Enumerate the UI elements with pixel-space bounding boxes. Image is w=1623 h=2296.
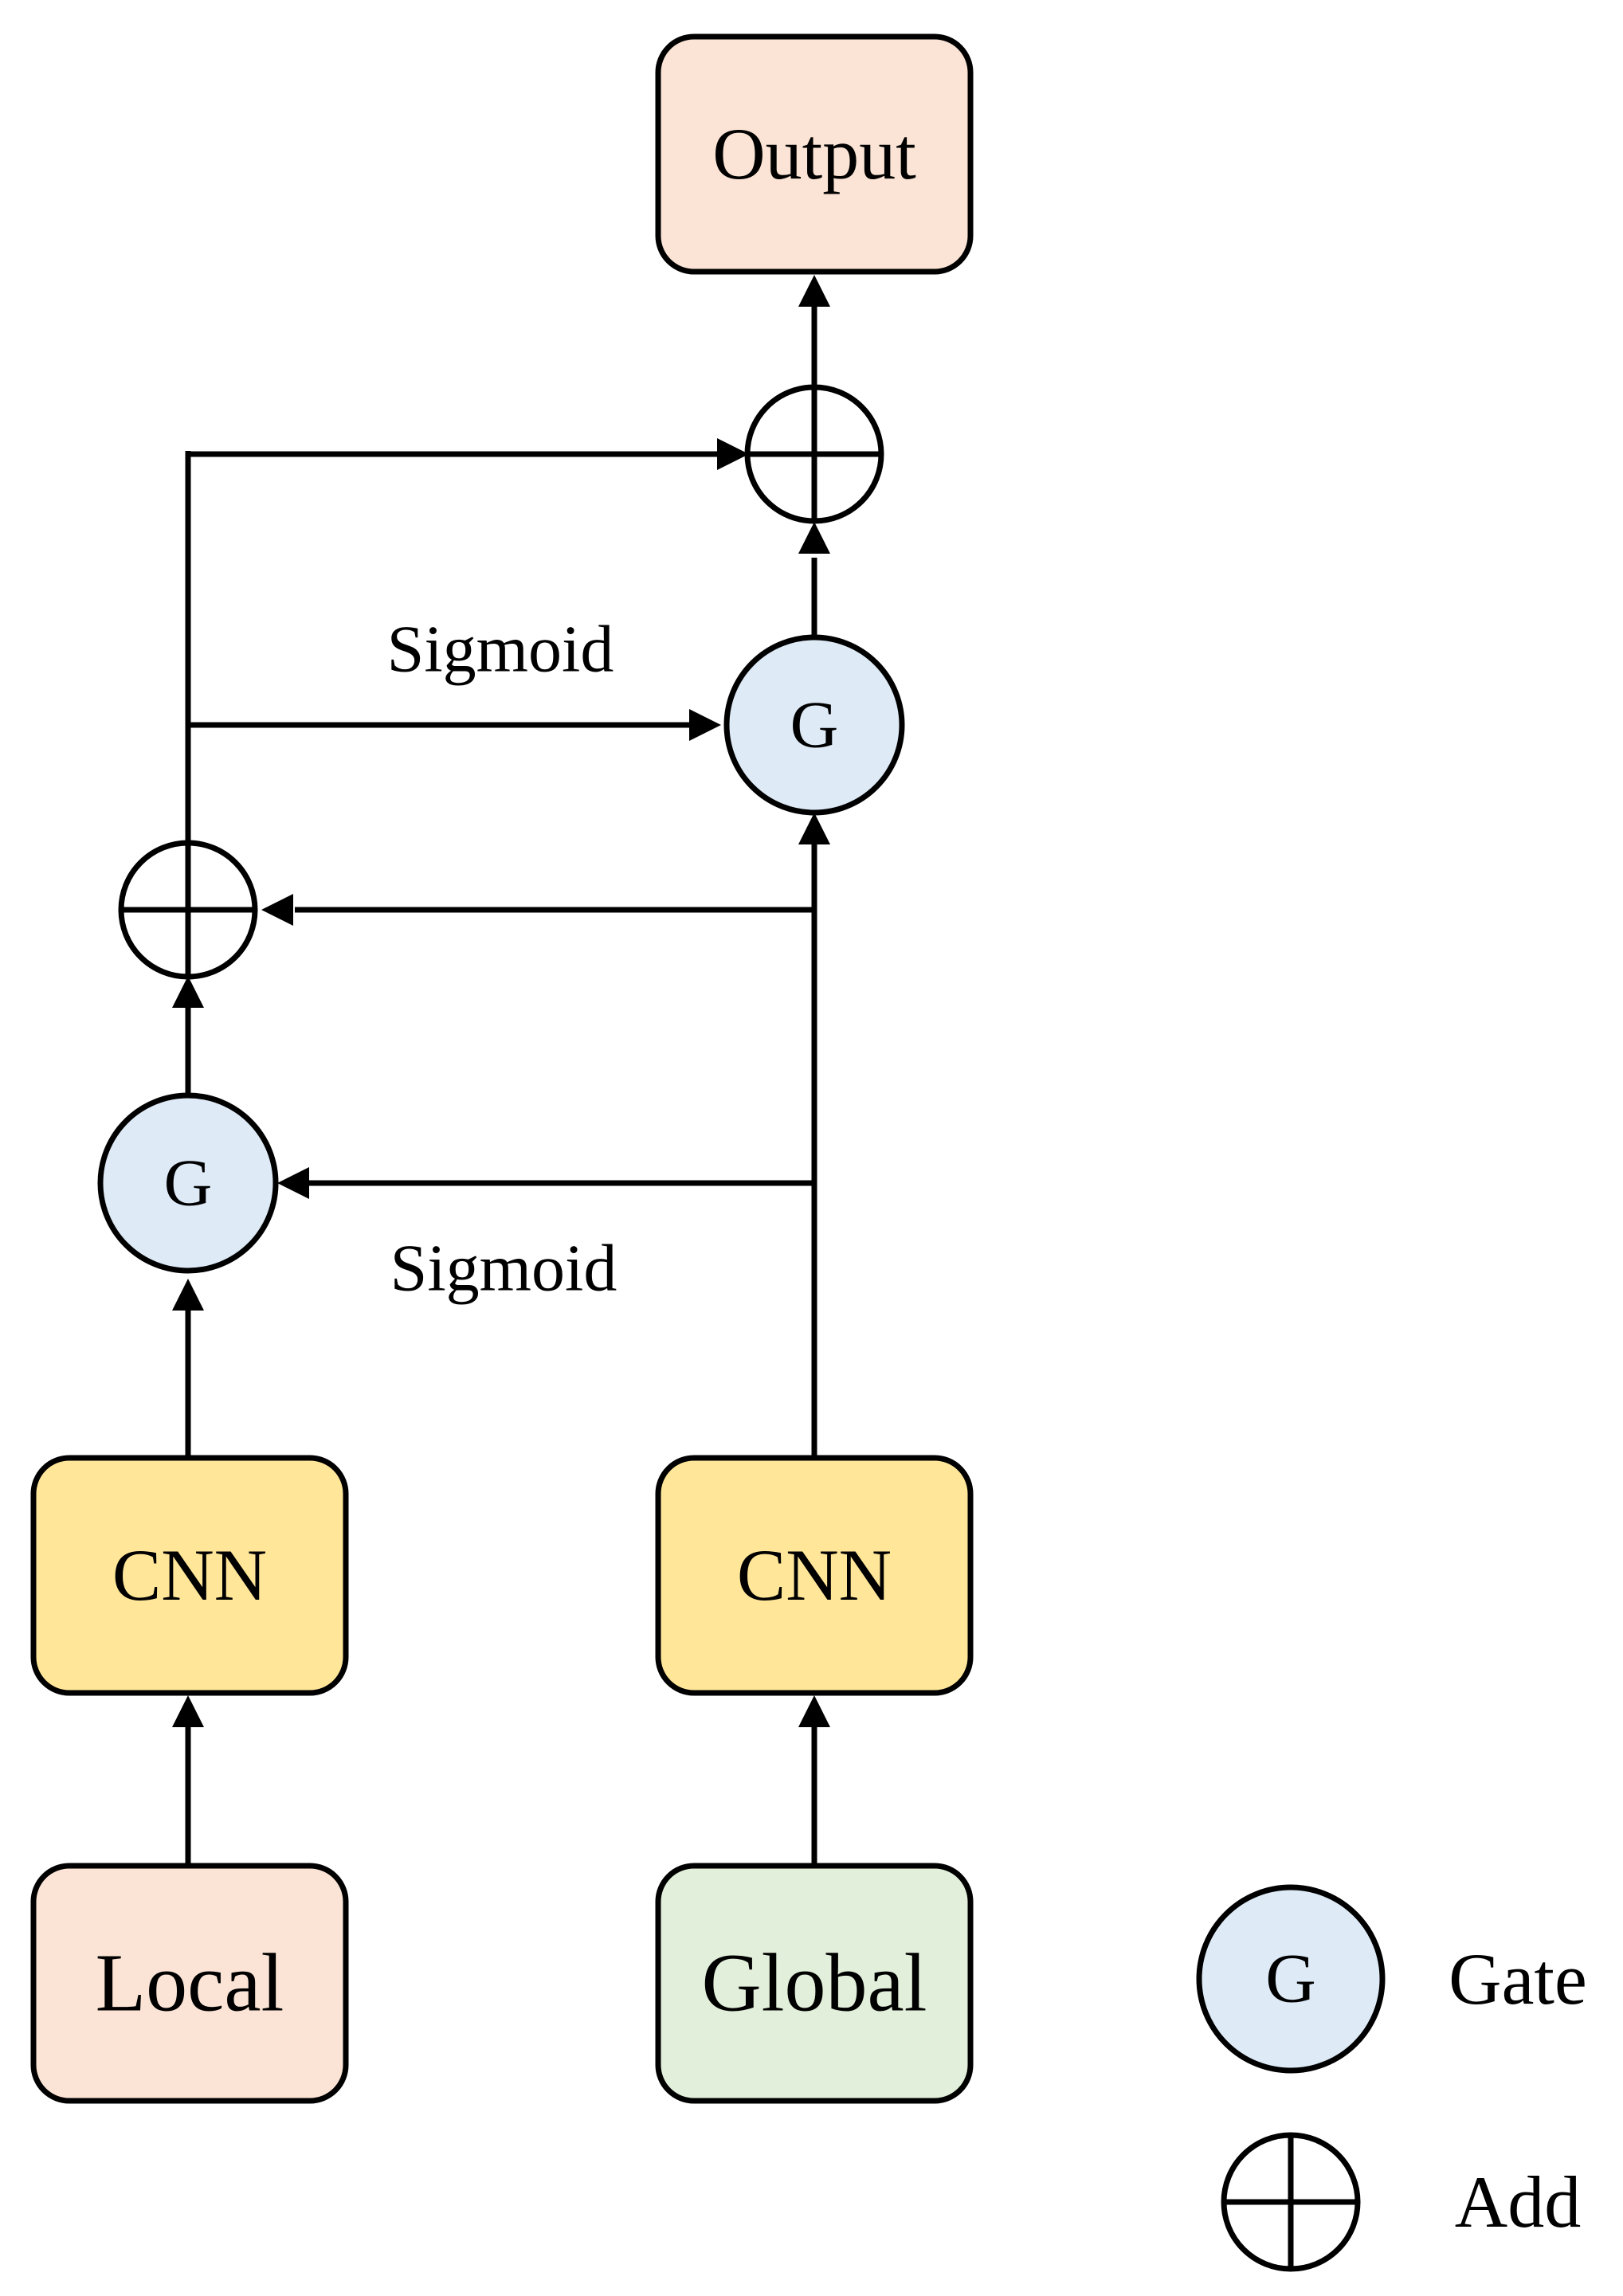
cnn-right-box-rect — [655, 1455, 974, 1696]
arrow-head-gate-right-bottom — [798, 813, 830, 844]
global-label: Global — [701, 1937, 927, 2029]
cnn-left-label: CNN — [112, 1534, 267, 1616]
arrow-head-cnn-right — [798, 1695, 830, 1727]
global-box-rect — [655, 1863, 974, 2104]
connections — [185, 307, 817, 1868]
output-label: Output — [712, 113, 916, 194]
legend-add-label: Add — [1455, 2161, 1581, 2243]
arrow-heads — [172, 275, 830, 1727]
cnn-right-label: CNN — [737, 1534, 892, 1616]
local-box: Local — [30, 1863, 349, 2104]
arrow-head-cnn-left — [172, 1695, 204, 1727]
arrow-head-output — [798, 275, 830, 307]
arrow-head-gate-right-left — [689, 709, 721, 741]
arrow-head-add-right-left — [717, 438, 749, 470]
arrow-head-add-right-bottom — [798, 522, 830, 554]
legend-gate-symbol: G — [1265, 1941, 1316, 2018]
gate-right: G — [723, 634, 905, 816]
gate-right-label: G — [790, 688, 839, 762]
legend-gate-label: Gate — [1449, 1938, 1587, 2020]
gate-left-circle — [97, 1092, 279, 1274]
arrow-head-gate-left-right — [277, 1167, 309, 1199]
legend-add: Add — [1221, 2132, 1581, 2272]
local-box-rect — [30, 1863, 349, 2104]
legend: G Gate Add — [1196, 1884, 1587, 2272]
gate-right-circle — [723, 634, 905, 816]
legend-gate-circle — [1196, 1884, 1386, 2074]
gate-left: G — [97, 1092, 279, 1274]
local-label: Local — [96, 1937, 284, 2029]
sigmoid-label-top: Sigmoid — [387, 613, 614, 687]
arrow-head-gate-left — [172, 1279, 204, 1311]
cnn-left-box-rect — [30, 1455, 349, 1696]
cnn-right-box: CNN — [655, 1455, 974, 1696]
arrow-head-add-left — [172, 976, 204, 1008]
output-box-rect — [655, 33, 974, 275]
cnn-left-box: CNN — [30, 1455, 349, 1696]
gate-left-label: G — [164, 1146, 213, 1220]
add-right — [744, 384, 884, 524]
add-left — [118, 840, 258, 980]
global-box: Global — [655, 1863, 974, 2104]
sigmoid-label-bottom: Sigmoid — [390, 1232, 617, 1306]
arrow-head-add-left-right — [261, 894, 293, 926]
legend-gate: G Gate — [1196, 1884, 1587, 2074]
output-box: Output — [655, 33, 974, 275]
